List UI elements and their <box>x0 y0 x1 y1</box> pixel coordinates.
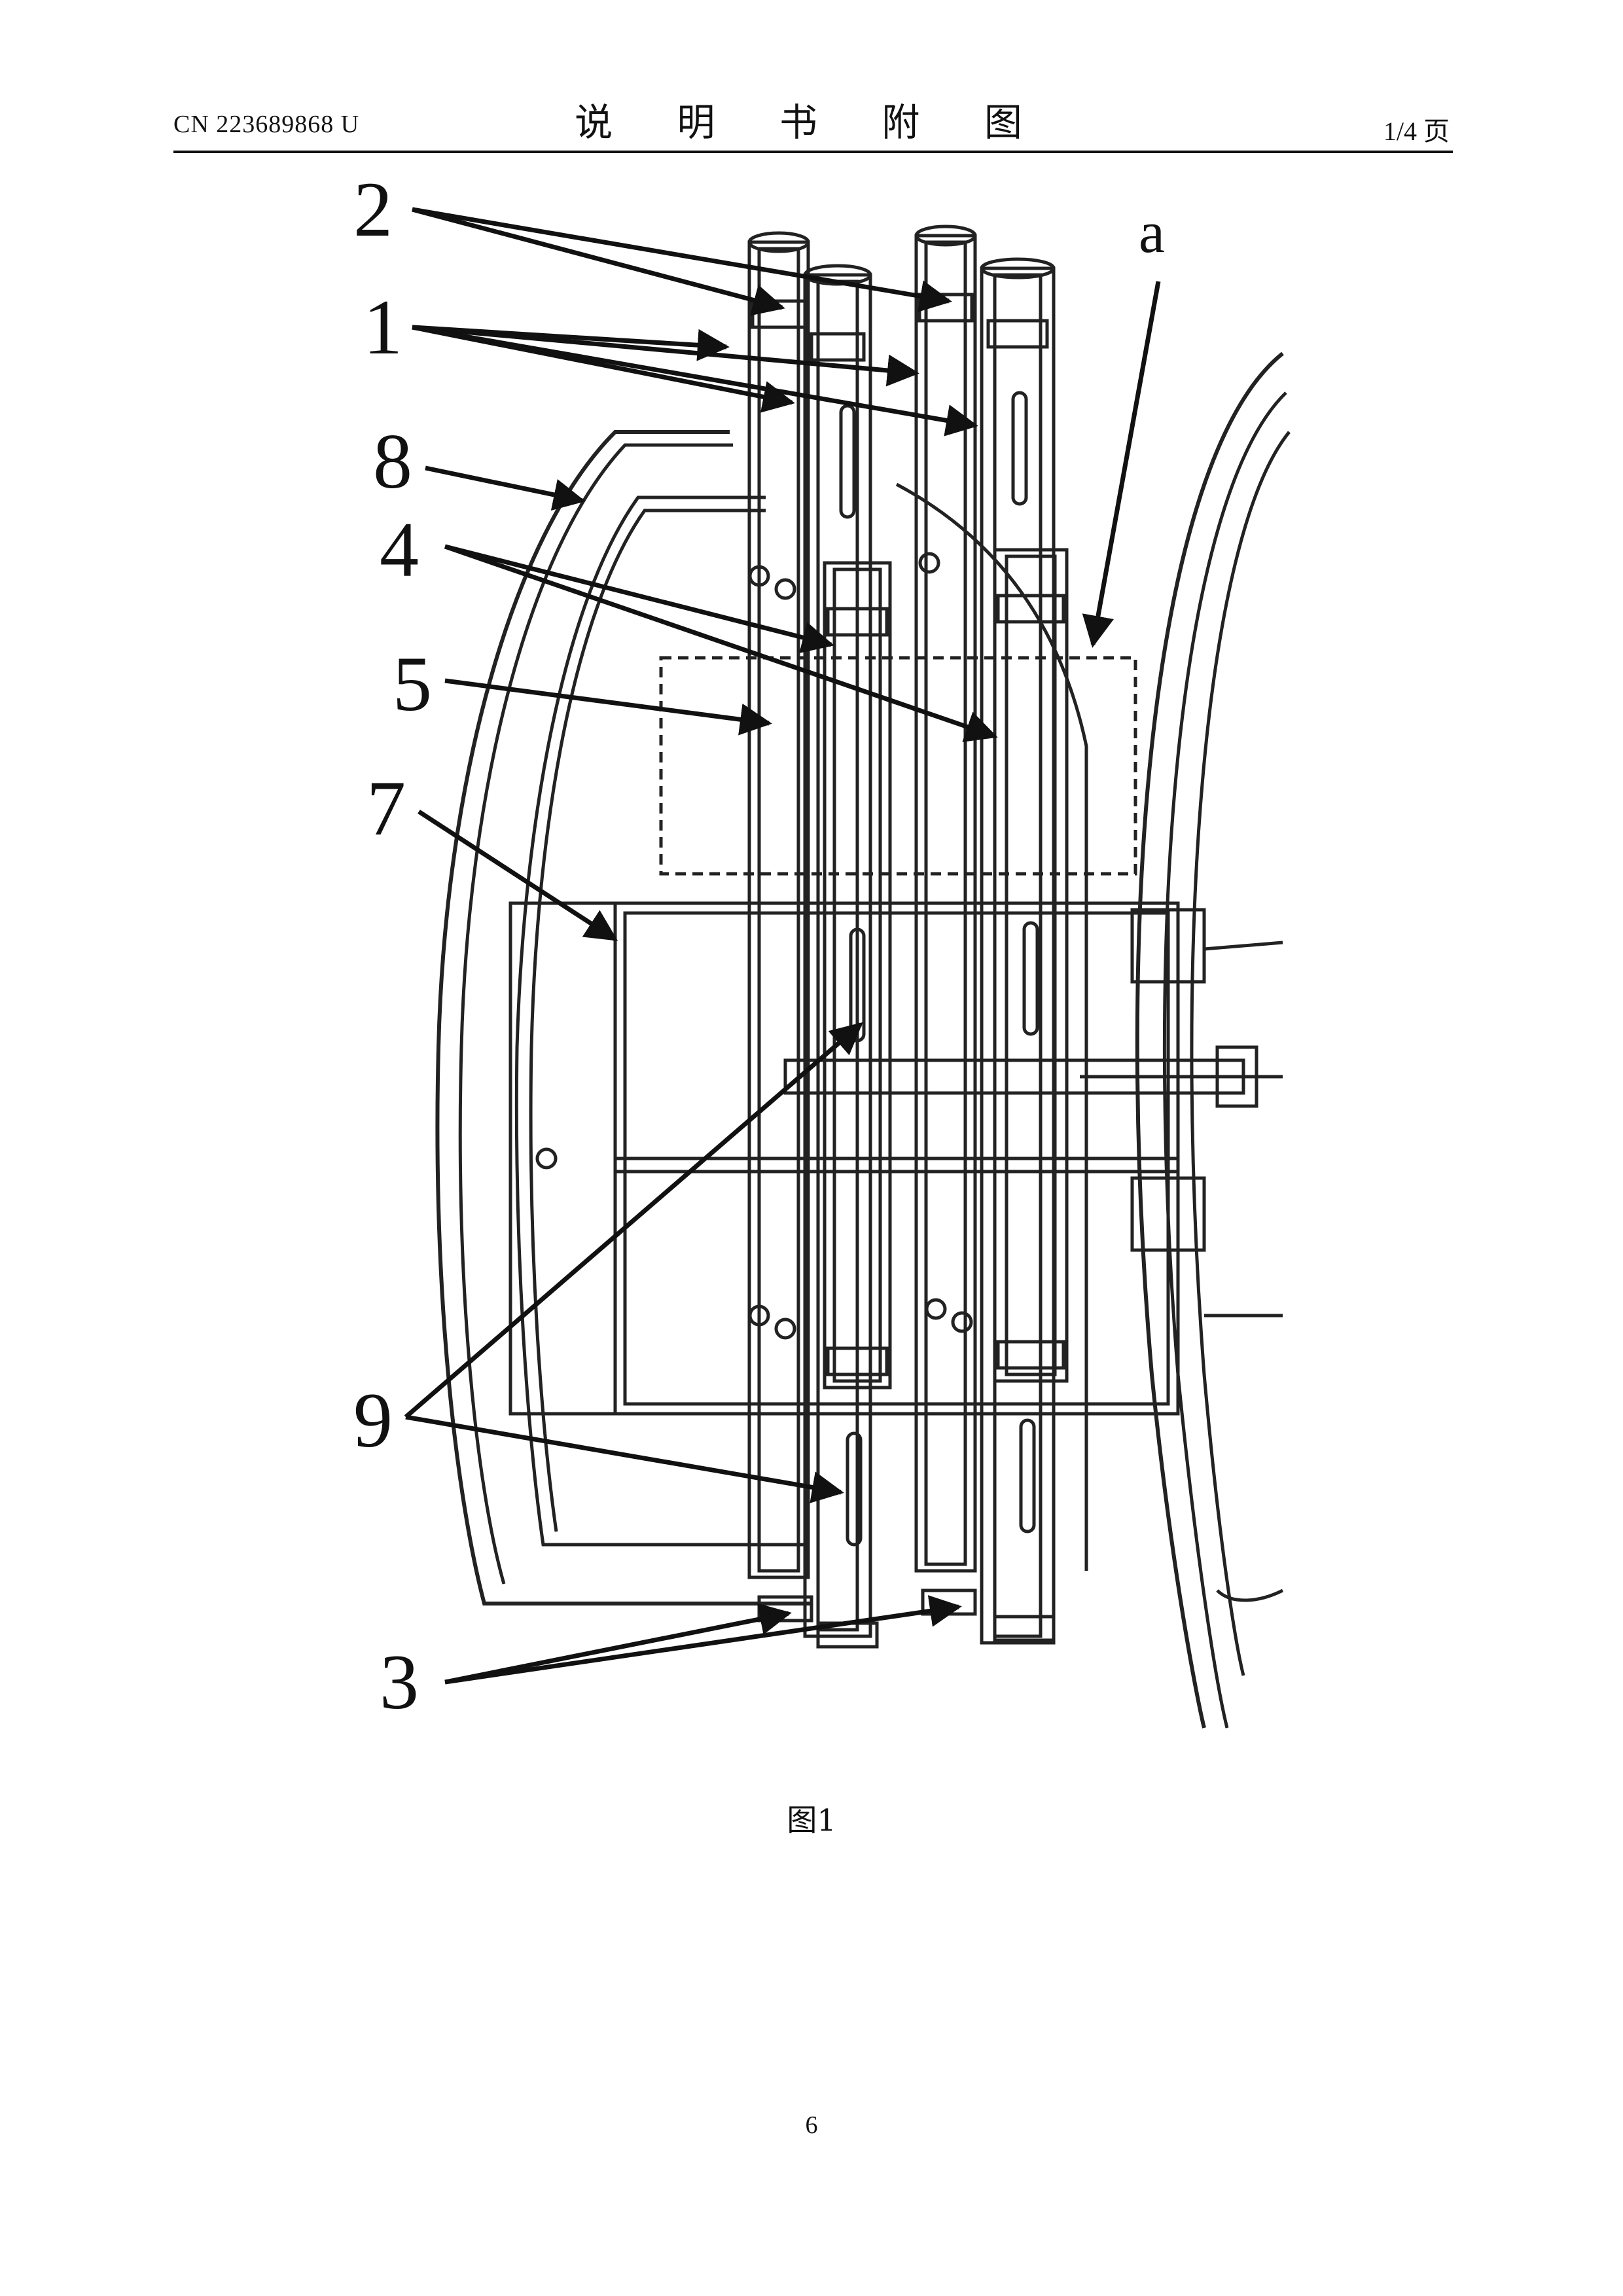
ref-label-1: 1 <box>363 283 402 370</box>
figure-caption: 图1 <box>0 1797 1623 1840</box>
ref-label-5: 5 <box>393 640 432 727</box>
page-number: 6 <box>0 2111 1623 2140</box>
ref-label-8: 8 <box>373 418 412 505</box>
ref-label-3: 3 <box>380 1638 419 1725</box>
drawing-linework <box>437 226 1289 1728</box>
ref-label-2: 2 <box>353 166 393 253</box>
ref-label-7: 7 <box>366 764 406 852</box>
ref-label-4: 4 <box>380 506 419 593</box>
detail-box-a <box>661 658 1135 874</box>
ref-label-a: a <box>1139 200 1165 265</box>
ref-label-9: 9 <box>353 1376 393 1463</box>
leader-arrows <box>406 209 1158 1682</box>
